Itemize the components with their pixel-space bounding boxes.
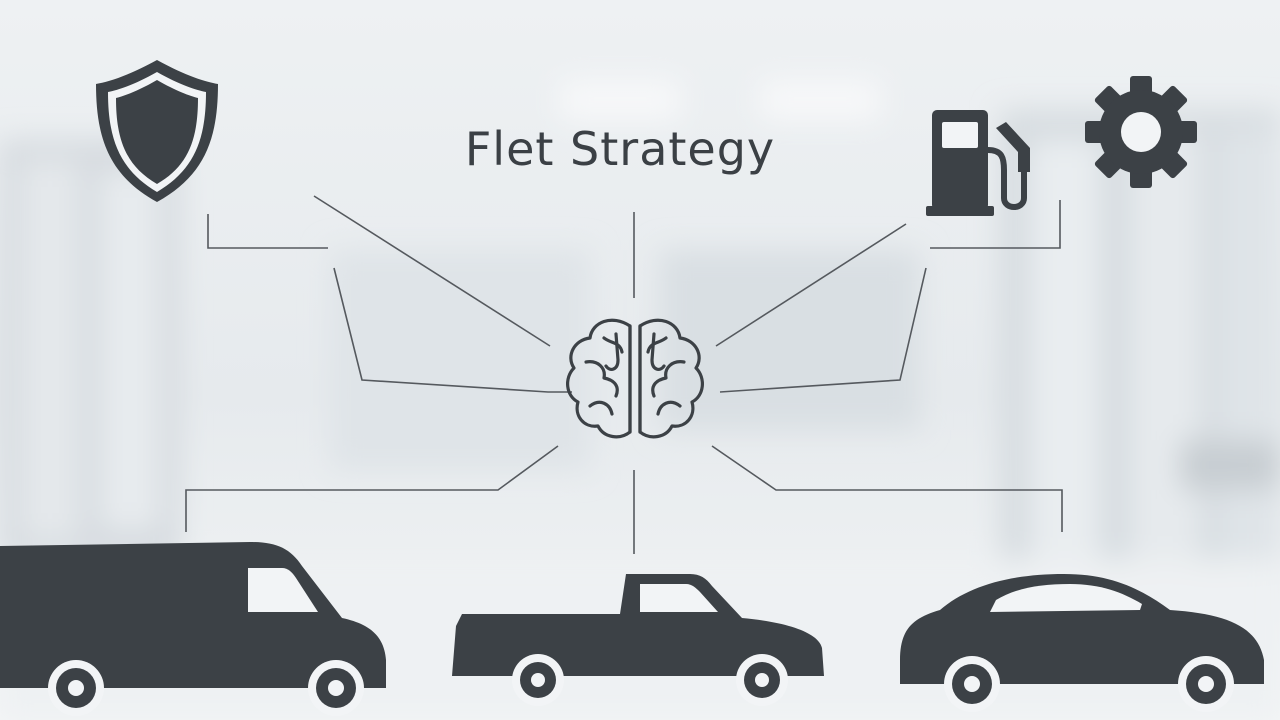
connector-van (185, 445, 559, 532)
diagram-title: Flet Strategy (464, 122, 776, 176)
connector-left-middle (333, 267, 572, 393)
pickup-truck-icon (452, 574, 824, 706)
connector-shield-bracket (207, 214, 328, 249)
shield-icon (96, 60, 218, 202)
connector-pump-bracket (930, 200, 1061, 249)
connector-pump-diagonal (715, 223, 907, 347)
brain-icon (566, 318, 704, 439)
connector-shield-diagonal (313, 195, 551, 347)
connector-right-middle (719, 267, 927, 393)
connector-lines (185, 195, 1063, 554)
connector-sedan (711, 445, 1063, 532)
gear-icon (1085, 76, 1197, 188)
van-icon (0, 542, 386, 716)
fuel-pump-icon (926, 110, 1030, 216)
sedan-car-icon (900, 574, 1264, 712)
